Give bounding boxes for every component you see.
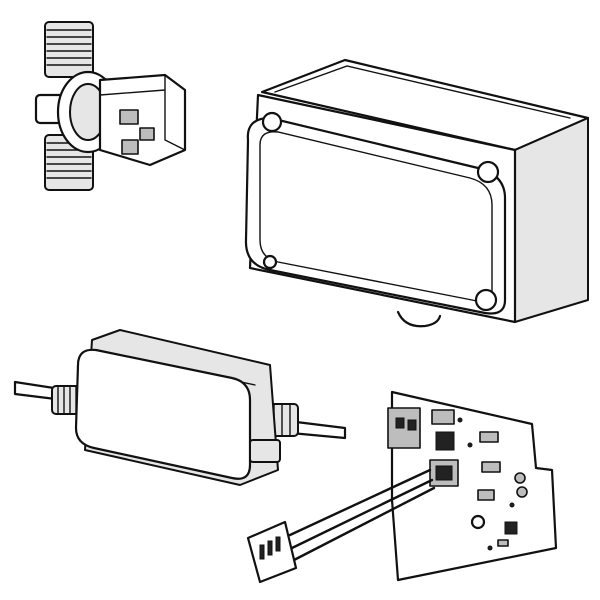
power-supply: [13, 329, 347, 486]
enclosure-box: [244, 58, 590, 328]
screw-icon: [262, 254, 278, 270]
solenoid-valve: [34, 21, 187, 191]
screw-icon: [261, 111, 283, 133]
circuit-board: [387, 390, 558, 582]
strain-relief-left: [51, 385, 83, 415]
thread-top: [46, 29, 92, 66]
cable-connector: [246, 468, 436, 584]
screw-icon: [476, 160, 500, 184]
screw-icon: [474, 288, 498, 312]
